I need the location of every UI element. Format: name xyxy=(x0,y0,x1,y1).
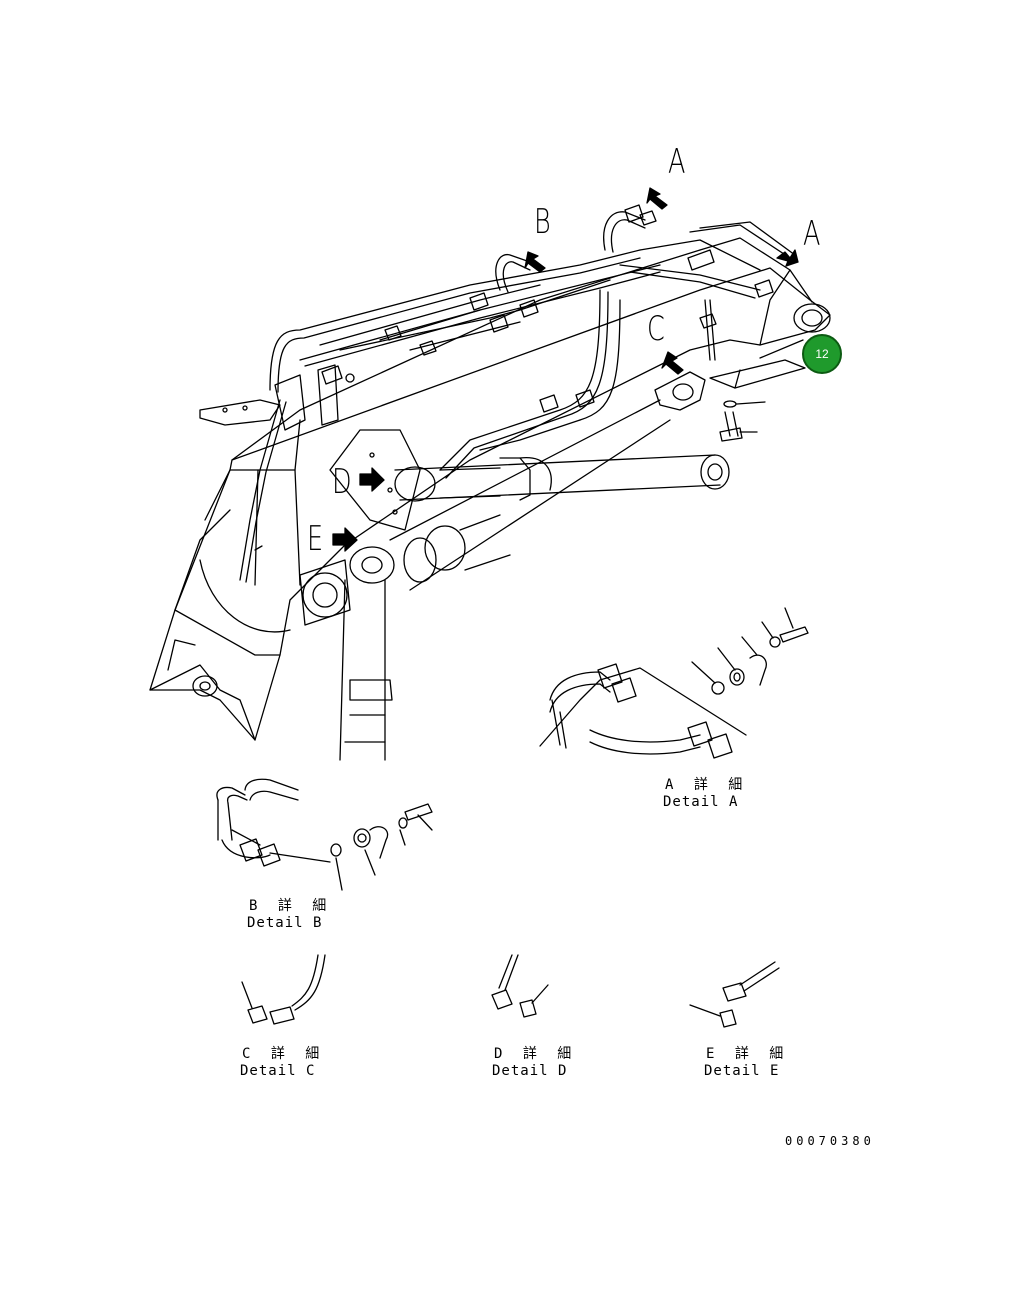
view-label-a-top: A xyxy=(668,142,686,182)
detail-d-drawing xyxy=(491,954,549,1018)
arrow-e xyxy=(332,527,358,552)
view-label-d: D xyxy=(332,462,352,502)
view-label-b: B xyxy=(534,202,551,242)
arrow-a-top xyxy=(646,187,668,210)
detail-c-title-en: Detail C xyxy=(240,1063,316,1079)
detail-b-drawing xyxy=(216,778,433,891)
view-label-e: E xyxy=(307,519,324,559)
detail-d-title-en: Detail D xyxy=(492,1063,568,1079)
detail-d-title-jp: D 詳 細 xyxy=(494,1046,578,1062)
detail-c-title-jp: C 詳 細 xyxy=(242,1046,326,1062)
view-arrows xyxy=(332,187,799,552)
detail-b-title-en: Detail B xyxy=(247,915,323,931)
arrow-b xyxy=(524,251,546,273)
detail-a-title-en: Detail A xyxy=(663,794,739,810)
detail-a-drawing xyxy=(539,607,809,759)
view-label-c: C xyxy=(647,309,665,349)
document-number: 00070380 xyxy=(785,1134,875,1148)
boom-assembly xyxy=(149,204,831,761)
detail-b-title-jp: B 詳 細 xyxy=(249,898,333,914)
detail-e-drawing xyxy=(689,961,780,1028)
arrow-d xyxy=(359,467,385,492)
arrow-a-right xyxy=(776,249,799,267)
arrow-c xyxy=(661,351,684,375)
part-callout-badge[interactable]: 12 xyxy=(802,334,842,374)
detail-c-drawing xyxy=(241,954,326,1025)
detail-e-title-en: Detail E xyxy=(704,1063,780,1079)
part-12-cover xyxy=(709,339,806,442)
view-label-a-right: A xyxy=(803,214,821,254)
detail-a-title-jp: A 詳 細 xyxy=(665,777,749,793)
detail-e-title-jp: E 詳 細 xyxy=(706,1046,790,1062)
